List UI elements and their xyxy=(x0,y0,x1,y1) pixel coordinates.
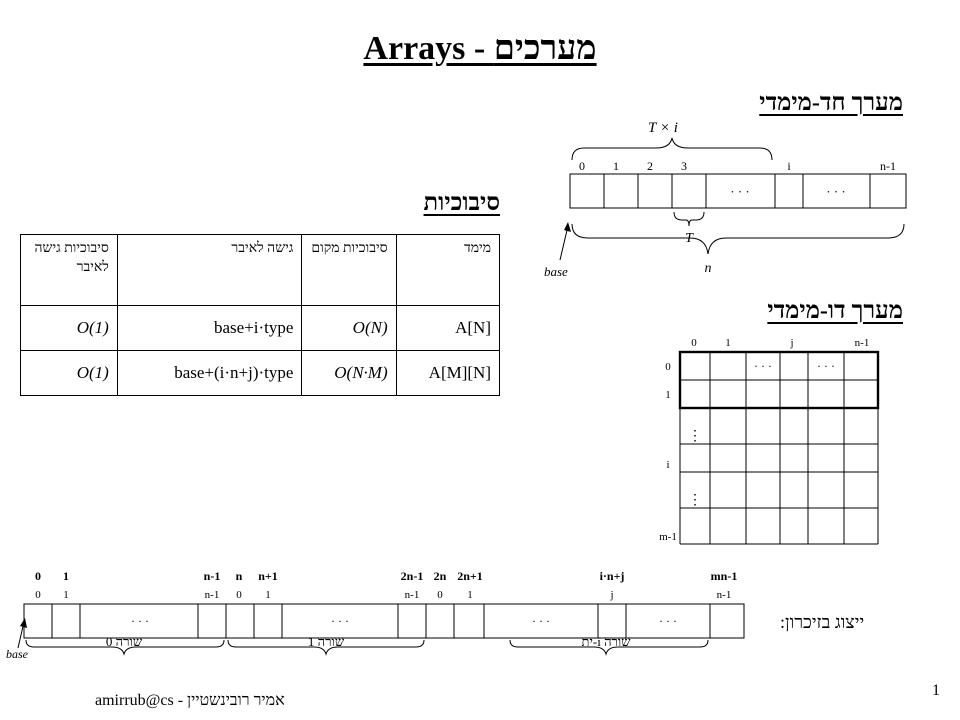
label-brace-cell: T xyxy=(685,231,694,246)
cell-space: O(N) xyxy=(301,305,397,351)
row-brace xyxy=(227,639,425,656)
table-row: A[M][N] O(N·M) base+(i·n+j)·type O(1) xyxy=(20,350,501,396)
cell-label: 0 xyxy=(437,589,443,601)
one-dim-array-diagram: T × i 0 1 2 3 i n-1 · · · · · · T n base xyxy=(544,120,907,279)
row-brace xyxy=(25,639,225,656)
table-row: A[N] O(N) base+i·type O(1) xyxy=(20,305,501,351)
row-label: m-1 xyxy=(659,531,677,543)
row-label: 1 xyxy=(665,389,671,401)
col-label: 1 xyxy=(725,337,731,349)
footer-author: אמיר רובינשטיין - amirrub@cs xyxy=(95,692,285,709)
cell-label: n-1 xyxy=(717,589,732,601)
cell-label: 0 xyxy=(35,589,41,601)
label-brace-top: T × i xyxy=(648,120,678,136)
col-label: j xyxy=(789,337,793,349)
top-label: n xyxy=(236,569,243,583)
heading-one-dim: מערך חד-מימדי xyxy=(759,90,903,116)
heading-memory: ייצוג בזיכרון: xyxy=(780,612,865,632)
row-name: שורה 1 xyxy=(308,634,345,649)
cell-space: O(N·M) xyxy=(301,350,397,396)
top-label: n-1 xyxy=(204,569,221,583)
cell-access-complexity: O(1) xyxy=(20,350,118,396)
dots: · · · xyxy=(331,614,349,628)
cell-dim: A[N] xyxy=(395,305,501,351)
row-label: 0 xyxy=(665,361,671,373)
row-highlight xyxy=(678,350,880,410)
row-label: i xyxy=(666,459,669,471)
row-name: שורה 0 xyxy=(106,634,143,649)
row-brace xyxy=(509,639,709,656)
index-label: i xyxy=(787,159,791,173)
table-header-row: מימד סיבוכיות מקום גישה לאיבר סיבוכיות ג… xyxy=(20,234,501,306)
cell-dim: A[M][N] xyxy=(395,350,501,396)
index-label: 0 xyxy=(579,159,585,173)
heading-two-dim: מערך דו-מימדי xyxy=(767,298,903,324)
page-title: Arrays - מערכים xyxy=(363,30,597,67)
cell-access-complexity: O(1) xyxy=(20,305,118,351)
index-label: 1 xyxy=(613,159,619,173)
top-label: 0 xyxy=(35,569,41,583)
top-label: 1 xyxy=(63,569,69,583)
cell-label: j xyxy=(609,589,613,601)
top-label: 2n xyxy=(434,569,447,583)
label-brace-bottom: n xyxy=(705,261,712,276)
header-dim: מימד xyxy=(395,234,501,306)
array-outline xyxy=(569,173,907,209)
page-number: 1 xyxy=(932,682,940,699)
heading-complexity: סיבוכיות xyxy=(423,190,500,216)
cell-label: 0 xyxy=(236,589,242,601)
header-access: גישה לאיבר xyxy=(116,234,303,306)
dots: · · · xyxy=(131,614,149,628)
dots: · · · xyxy=(730,184,750,199)
memory-layout-diagram: 0 1 n-1 n n+1 2n-1 2n 2n+1 i·n+j mn-1 0 … xyxy=(6,569,745,661)
base-arrow xyxy=(559,225,569,261)
cell-access: base+i·type xyxy=(116,305,303,351)
index-label: n-1 xyxy=(880,159,896,173)
index-label: 2 xyxy=(647,159,653,173)
top-label: 2n+1 xyxy=(457,569,483,583)
header-access-complexity: סיבוכיות גישה לאיבר xyxy=(20,234,118,306)
row-name: שורה i-ית xyxy=(582,634,632,649)
col-label: n-1 xyxy=(855,337,870,349)
top-label: mn-1 xyxy=(711,569,738,583)
vertical-dots: ⋮ xyxy=(688,493,702,508)
complexity-table: מימד סיבוכיות מקום גישה לאיבר סיבוכיות ג… xyxy=(20,234,501,396)
cell-label: 1 xyxy=(265,589,271,601)
cell-label: n-1 xyxy=(405,589,420,601)
dots: · · · xyxy=(826,184,846,199)
base-label: base xyxy=(544,264,568,279)
cell-label: 1 xyxy=(467,589,473,601)
col-label: 0 xyxy=(691,337,697,349)
cell-label: 1 xyxy=(63,589,69,601)
top-label: i·n+j xyxy=(600,569,625,583)
vertical-dots: ⋮ xyxy=(688,429,702,444)
header-space: סיבוכיות מקום xyxy=(301,234,397,306)
dots: · · · xyxy=(754,359,772,373)
base-label: base xyxy=(6,647,29,661)
top-label: 2n-1 xyxy=(401,569,424,583)
brace-top xyxy=(571,137,773,161)
dots: · · · xyxy=(817,359,835,373)
two-dim-array-diagram: 0 1 j n-1 0 1 i m-1 · · · · · · ⋮ ⋮ xyxy=(659,337,880,545)
cell-access: base+(i·n+j)·type xyxy=(116,350,303,396)
dots: · · · xyxy=(532,614,550,628)
index-label: 3 xyxy=(681,159,687,173)
top-label: n+1 xyxy=(258,569,278,583)
dots: · · · xyxy=(659,614,677,628)
cell-label: n-1 xyxy=(205,589,220,601)
brace-bottom xyxy=(571,223,905,255)
brace-cell xyxy=(673,211,705,227)
